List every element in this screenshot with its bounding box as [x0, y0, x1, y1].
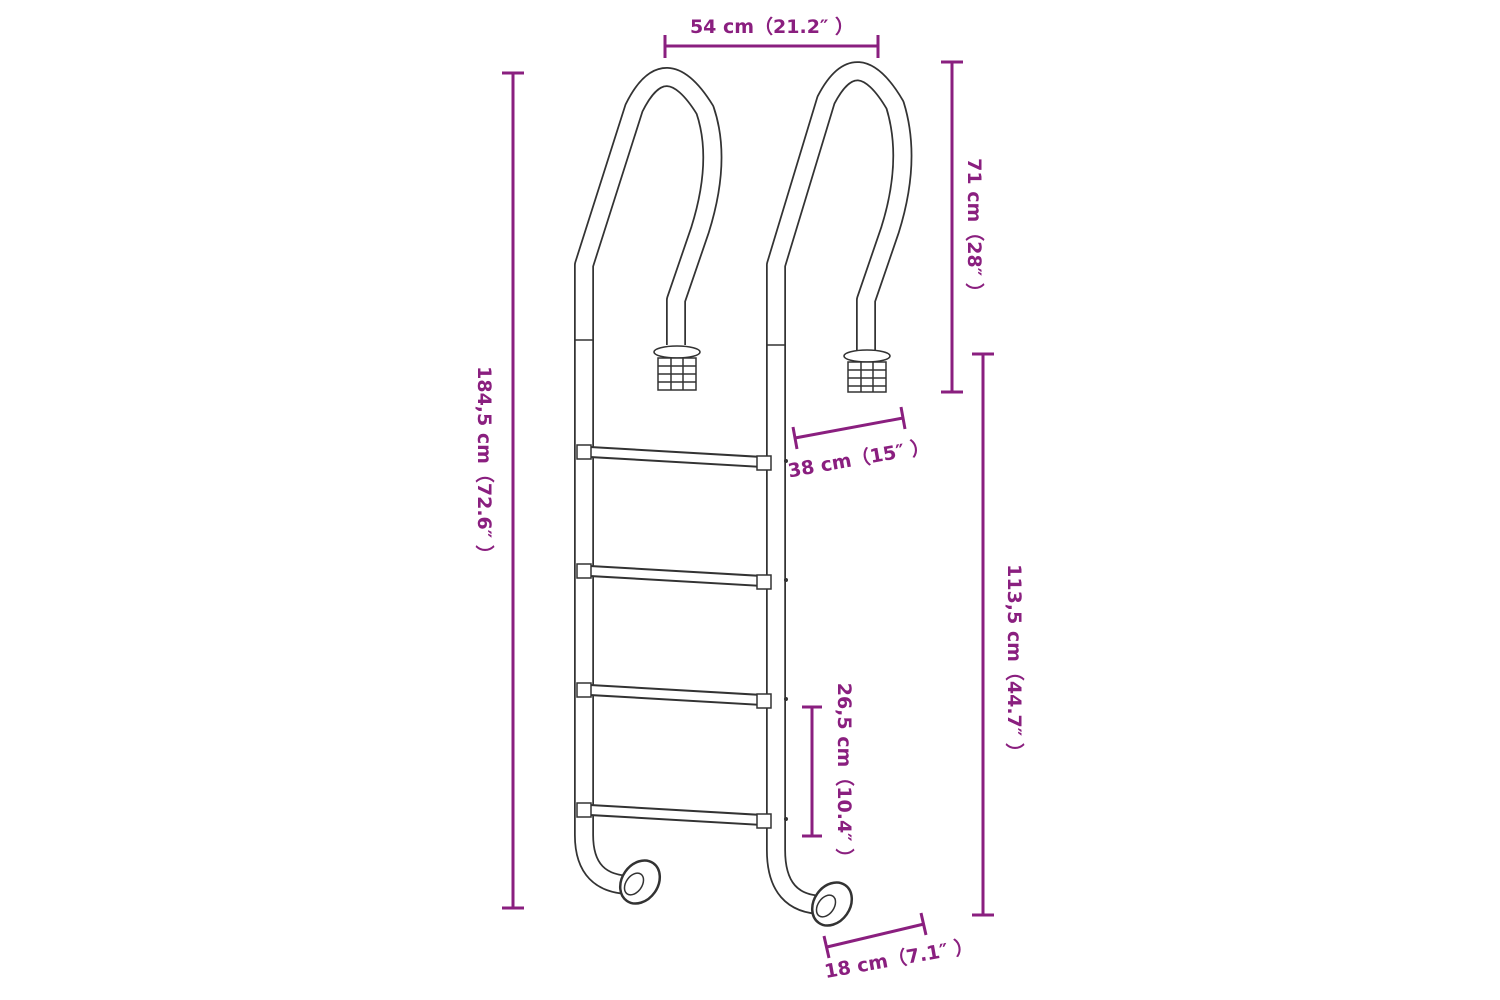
anchor-right	[843, 349, 891, 393]
step-4	[576, 802, 788, 829]
label-step-spacing: 26,5 cm（10.4″ ）	[833, 683, 856, 868]
steps	[576, 444, 788, 829]
step-3	[576, 682, 788, 709]
anchor-left	[653, 345, 701, 391]
dim-top-width: 54 cm（21.2″ ）	[663, 15, 880, 58]
label-handle-height: 71 cm（28″ ）	[963, 158, 986, 302]
label-step-width: 38 cm（15″ ）	[786, 435, 931, 483]
dim-step-spacing: 26,5 cm（10.4″ ）	[802, 683, 856, 868]
step-2	[576, 563, 788, 590]
step-1	[576, 444, 788, 471]
ladder	[574, 61, 913, 927]
label-total-height: 184,5 cm（72.6″ ）	[473, 366, 496, 564]
left-rail	[574, 67, 723, 895]
foot-pad-right	[810, 881, 854, 927]
label-lower-height: 113,5 cm（44.7″ ）	[1003, 564, 1026, 762]
foot-pad-left	[618, 859, 662, 905]
dim-step-width: 38 cm（15″ ）	[786, 406, 932, 483]
dim-handle-height: 71 cm（28″ ）	[941, 60, 986, 394]
dim-lower-height: 113,5 cm（44.7″ ）	[972, 352, 1026, 917]
dim-foot-depth: 18 cm（7.1″ ）	[822, 912, 975, 983]
dim-total-height: 184,5 cm（72.6″ ）	[473, 71, 524, 910]
label-top-width: 54 cm（21.2″ ）	[690, 15, 854, 38]
